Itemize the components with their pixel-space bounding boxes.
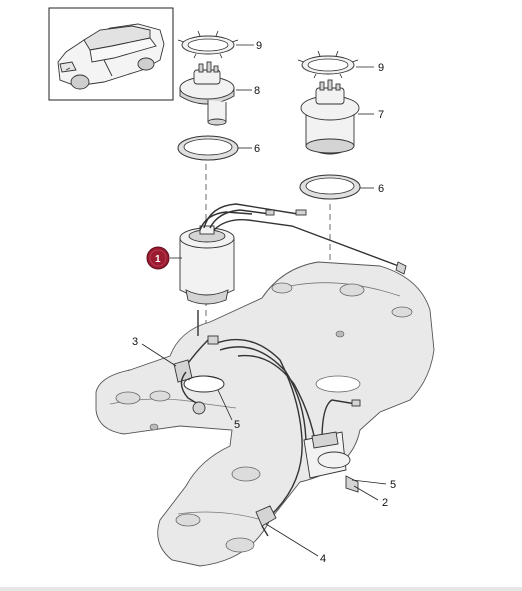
fuel-pump-module[interactable] [179, 225, 235, 305]
retaining-ring-left[interactable] [177, 30, 239, 59]
callout-8[interactable]: 8 [254, 85, 260, 97]
callout-5-left[interactable]: 5 [234, 419, 240, 431]
callout-labels: 9 8 6 9 7 6 3 5 5 2 4 [132, 40, 396, 565]
electrical-connector[interactable] [255, 505, 277, 537]
vehicle-thumbnail[interactable] [48, 7, 174, 101]
suv-car-icon [57, 23, 165, 90]
callout-6-left[interactable]: 6 [254, 143, 260, 155]
seal-ring-right[interactable] [299, 174, 361, 200]
level-sensor-left[interactable] [173, 359, 225, 415]
retaining-ring-right[interactable] [297, 50, 359, 79]
sender-unit-right[interactable] [300, 79, 360, 155]
callout-4[interactable]: 4 [320, 553, 326, 565]
fuel-lines [199, 203, 407, 275]
callout-6-right[interactable]: 6 [378, 183, 384, 195]
callout-1: 1 [155, 254, 161, 265]
leader-lines [141, 44, 387, 557]
callout-9-right[interactable]: 9 [378, 62, 384, 74]
callout-9-left[interactable]: 9 [256, 40, 262, 52]
callout-7[interactable]: 7 [378, 109, 384, 121]
callout-5-right[interactable]: 5 [390, 479, 396, 491]
callout-3[interactable]: 3 [132, 336, 138, 348]
callout-1-badge[interactable]: 1 [146, 246, 170, 270]
level-sensor-right[interactable] [303, 431, 359, 493]
seal-ring-left[interactable] [177, 135, 239, 161]
callout-2[interactable]: 2 [382, 497, 388, 509]
fuel-tank [95, 261, 435, 567]
bottom-scroll-strip [0, 587, 522, 591]
pump-flange-left[interactable] [179, 61, 235, 126]
